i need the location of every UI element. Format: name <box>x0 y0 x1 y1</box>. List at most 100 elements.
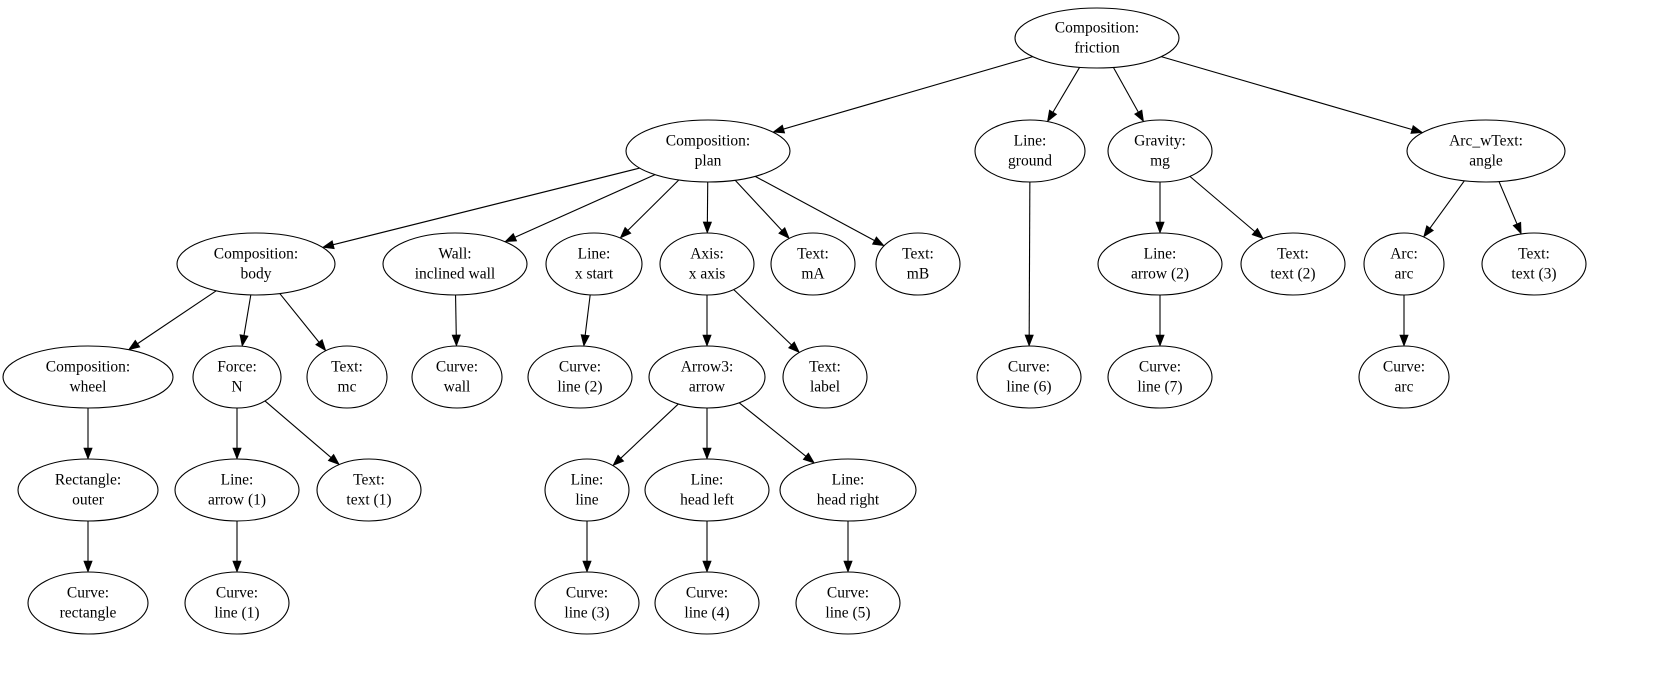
edge-arrowhead-icon <box>778 227 790 240</box>
edge-arrowhead-icon <box>1155 334 1165 347</box>
graph-node-gravity[interactable]: Gravity:mg <box>1107 119 1213 183</box>
edge-arrowhead-icon <box>582 560 592 573</box>
node-ellipse[interactable] <box>1363 232 1445 296</box>
graph-node-arc[interactable]: Arc:arc <box>1363 232 1445 296</box>
graph-node-line2[interactable]: Curve:line (2) <box>527 345 633 409</box>
node-ellipse[interactable] <box>534 571 640 635</box>
edge-line <box>620 403 679 459</box>
node-label-name: mA <box>801 266 825 283</box>
graph-edge <box>702 408 712 460</box>
node-ellipse[interactable] <box>545 232 643 296</box>
graph-node-outer[interactable]: Rectangle:outer <box>17 458 159 522</box>
graph-node-line7[interactable]: Curve:line (7) <box>1107 345 1213 409</box>
graph-node-arrow3[interactable]: Arrow3:arrow <box>648 345 766 409</box>
node-ellipse[interactable] <box>1014 7 1180 69</box>
graph-node-arcCurve[interactable]: Curve:arc <box>1358 345 1450 409</box>
node-label-type: Text: <box>1277 246 1309 263</box>
graph-node-headright[interactable]: Line:head right <box>779 458 917 522</box>
node-label-type: Force: <box>217 359 257 376</box>
node-ellipse[interactable] <box>382 232 528 296</box>
graph-node-linenode[interactable]: Line:line <box>544 458 630 522</box>
graph-edge <box>754 175 885 247</box>
graph-node-mc[interactable]: Text:mc <box>306 345 388 409</box>
graph-node-body[interactable]: Composition:body <box>176 232 336 296</box>
graph-node-line5[interactable]: Curve:line (5) <box>795 571 901 635</box>
graph-node-line3[interactable]: Curve:line (3) <box>534 571 640 635</box>
graph-edge <box>772 56 1033 134</box>
edge-line <box>734 179 783 231</box>
node-ellipse[interactable] <box>625 119 791 183</box>
graph-node-headleft[interactable]: Line:head left <box>644 458 770 522</box>
node-ellipse[interactable] <box>644 458 770 522</box>
graph-node-rectangle[interactable]: Curve:rectangle <box>27 571 149 635</box>
edge-arrowhead-icon <box>1024 334 1034 347</box>
graph-edge <box>279 293 327 352</box>
node-label-name: line (7) <box>1137 379 1182 396</box>
node-ellipse[interactable] <box>779 458 917 522</box>
node-ellipse[interactable] <box>306 345 388 409</box>
node-ellipse[interactable] <box>17 458 159 522</box>
edge-line <box>1189 175 1256 232</box>
graph-node-ground[interactable]: Line: ground <box>974 119 1086 183</box>
graph-node-xaxis[interactable]: Axis:x axis <box>659 232 755 296</box>
node-label-type: Line: <box>691 472 724 489</box>
graph-node-line1[interactable]: Curve:line (1) <box>184 571 290 635</box>
node-ellipse[interactable] <box>875 232 961 296</box>
node-ellipse[interactable] <box>795 571 901 635</box>
graph-node-text3[interactable]: Text:text (3) <box>1481 232 1587 296</box>
graph-node-wheel[interactable]: Composition:wheel <box>2 345 174 409</box>
graph-node-mA[interactable]: Text:mA <box>770 232 856 296</box>
node-ellipse[interactable] <box>974 119 1086 183</box>
graph-node-label[interactable]: Text:label <box>782 345 868 409</box>
node-label-name: ground <box>1008 153 1052 170</box>
node-label-type: Composition: <box>1055 20 1139 37</box>
graph-node-plan[interactable]: Composition:plan <box>625 119 791 183</box>
node-ellipse[interactable] <box>176 232 336 296</box>
graph-node-arrow2[interactable]: Line:arrow (2) <box>1097 232 1223 296</box>
node-ellipse[interactable] <box>1107 345 1213 409</box>
graph-node-arrow1[interactable]: Line:arrow (1) <box>174 458 300 522</box>
node-ellipse[interactable] <box>2 345 174 409</box>
node-ellipse[interactable] <box>527 345 633 409</box>
node-label-name: text (2) <box>1270 266 1315 283</box>
graph-node-mB[interactable]: Text:mB <box>875 232 961 296</box>
node-ellipse[interactable] <box>316 458 422 522</box>
graph-node-angle[interactable]: Arc_wText:angle <box>1406 119 1566 183</box>
edge-line <box>279 293 320 343</box>
node-ellipse[interactable] <box>654 571 760 635</box>
node-ellipse[interactable] <box>1481 232 1587 296</box>
node-ellipse[interactable] <box>544 458 630 522</box>
node-ellipse[interactable] <box>1358 345 1450 409</box>
graph-node-inclinedwall[interactable]: Wall:inclined wall <box>382 232 528 296</box>
node-label-type: Composition: <box>214 246 298 263</box>
node-ellipse[interactable] <box>192 345 282 409</box>
node-ellipse[interactable] <box>1406 119 1566 183</box>
node-label-name: mc <box>338 379 357 396</box>
graph-node-line6[interactable]: Curve:line (6) <box>976 345 1082 409</box>
graph-node-line4[interactable]: Curve:line (4) <box>654 571 760 635</box>
graph-node-wall[interactable]: Curve:wall <box>411 345 503 409</box>
node-ellipse[interactable] <box>659 232 755 296</box>
graph-node-forceN[interactable]: Force:N <box>192 345 282 409</box>
node-ellipse[interactable] <box>976 345 1082 409</box>
graph-node-text2[interactable]: Text: text (2) <box>1240 232 1346 296</box>
node-ellipse[interactable] <box>411 345 503 409</box>
node-ellipse[interactable] <box>782 345 868 409</box>
graph-node-xstart[interactable]: Line:x start <box>545 232 643 296</box>
edge-arrowhead-icon <box>702 221 713 234</box>
graph-node-text1[interactable]: Text:text (1) <box>316 458 422 522</box>
node-label-type: Line: <box>1014 133 1047 150</box>
node-ellipse[interactable] <box>648 345 766 409</box>
node-ellipse[interactable] <box>174 458 300 522</box>
node-ellipse[interactable] <box>184 571 290 635</box>
node-label-name: plan <box>695 153 722 170</box>
node-ellipse[interactable] <box>1097 232 1223 296</box>
node-ellipse[interactable] <box>1107 119 1213 183</box>
node-ellipse[interactable] <box>770 232 856 296</box>
graph-edge <box>733 289 800 354</box>
edge-arrowhead-icon <box>239 334 249 348</box>
node-ellipse[interactable] <box>27 571 149 635</box>
node-ellipse[interactable] <box>1240 232 1346 296</box>
graph-node-friction[interactable]: Composition:friction <box>1014 7 1180 69</box>
edge-line <box>1429 180 1465 229</box>
